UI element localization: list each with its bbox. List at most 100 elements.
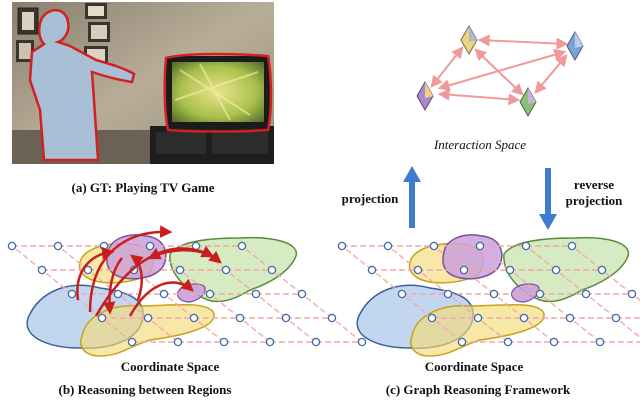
arrow-yellow-to-small — [128, 278, 194, 317]
grid-node — [597, 265, 607, 275]
grid-edge — [285, 317, 317, 343]
grid-edge — [631, 293, 640, 302]
grid-node — [535, 289, 545, 299]
grid-node — [595, 337, 605, 347]
edge-c-d — [437, 88, 521, 106]
grid-node — [265, 337, 275, 347]
grid-edge — [225, 269, 257, 295]
interaction-space-label: Interaction Space — [433, 137, 526, 152]
grid-node — [567, 241, 577, 251]
grid-node — [67, 289, 77, 299]
grid-node — [565, 313, 575, 323]
grid-node — [99, 241, 109, 251]
grid-node — [83, 265, 93, 275]
grid-node — [97, 313, 107, 323]
grid-node — [113, 289, 123, 299]
grid-node — [235, 313, 245, 323]
edge-c-b — [437, 48, 567, 92]
grid-node — [413, 265, 423, 275]
panel-a-caption: (a) GT: Playing TV Game — [72, 180, 215, 195]
grid-node — [357, 337, 367, 347]
grid-edge — [463, 269, 495, 295]
reverse-label: reverse — [574, 177, 614, 192]
grid-edge — [163, 293, 195, 319]
grid-edge — [179, 269, 211, 295]
grid-edges — [341, 245, 640, 343]
grid-node — [159, 289, 169, 299]
grid-node — [427, 313, 437, 323]
grid-node — [627, 289, 637, 299]
grid-node — [175, 265, 185, 275]
arrow-purple-green — [147, 245, 215, 260]
reasoning-arrows — [76, 225, 222, 317]
grid-node — [143, 313, 153, 323]
grid-node — [173, 337, 183, 347]
region-purple-small — [511, 283, 540, 303]
grid-edge — [301, 293, 333, 319]
grid-node — [281, 313, 291, 323]
grid-edge — [101, 317, 133, 343]
person — [28, 9, 136, 162]
grid-node — [475, 241, 485, 251]
grid-edge — [571, 245, 603, 271]
panel-c-caption: (c) Graph Reasoning Framework — [386, 382, 571, 397]
grid-node — [397, 289, 407, 299]
grid-edge — [147, 317, 179, 343]
up-arrow-icon — [403, 166, 421, 228]
grid-node — [443, 289, 453, 299]
grid-node — [367, 265, 377, 275]
region-yellow-low — [80, 304, 215, 357]
edge-d-b — [534, 54, 568, 94]
grid-edge — [523, 317, 555, 343]
grid-node — [505, 265, 515, 275]
grid-node — [311, 337, 321, 347]
arrow-purple-blue — [102, 257, 123, 315]
grid-edge — [271, 269, 303, 295]
grid-edge — [387, 245, 419, 271]
grid-edge — [431, 317, 463, 343]
projection-label: projection — [342, 191, 400, 206]
grid-edge — [433, 245, 465, 271]
grid-edge — [479, 245, 511, 271]
grid-node — [145, 241, 155, 251]
down-arrow-icon — [539, 168, 557, 230]
grid-edge — [493, 293, 525, 319]
grid-edge — [117, 293, 149, 319]
grid-node — [37, 265, 47, 275]
grid-node — [489, 289, 499, 299]
grid-node — [127, 337, 137, 347]
grid-node — [521, 241, 531, 251]
grid-edge — [417, 269, 449, 295]
grid-node — [267, 265, 277, 275]
grid-node — [327, 313, 337, 323]
grid-node — [429, 241, 439, 251]
grid-edge — [133, 269, 165, 295]
panel-b-space-label: Coordinate Space — [121, 359, 220, 374]
edge-a-b — [477, 34, 569, 50]
grid-node — [459, 265, 469, 275]
grid-nodes — [337, 241, 637, 347]
person-gt-outline — [28, 9, 136, 162]
panel-b-grid — [7, 225, 367, 357]
grid-edge — [255, 293, 287, 319]
edge-a-c — [430, 46, 464, 88]
grid-edge — [569, 317, 601, 343]
grid-edge — [525, 245, 557, 271]
diamond-node-icon — [519, 86, 537, 118]
grid-edge — [555, 269, 587, 295]
grid-node — [337, 241, 347, 251]
grid-edge — [241, 245, 273, 271]
grid-edge — [371, 269, 403, 295]
grid-node — [549, 337, 559, 347]
interaction-graph — [416, 24, 584, 118]
grid-node — [297, 289, 307, 299]
arrow-blue-to-yellow — [76, 246, 115, 301]
panel-a-photo — [12, 2, 274, 164]
reverse-projection-label: projection — [566, 193, 624, 208]
grid-edge — [209, 293, 241, 319]
grid-node — [237, 241, 247, 251]
grid-node — [221, 265, 231, 275]
grid-node — [473, 313, 483, 323]
grid-edge — [447, 293, 479, 319]
